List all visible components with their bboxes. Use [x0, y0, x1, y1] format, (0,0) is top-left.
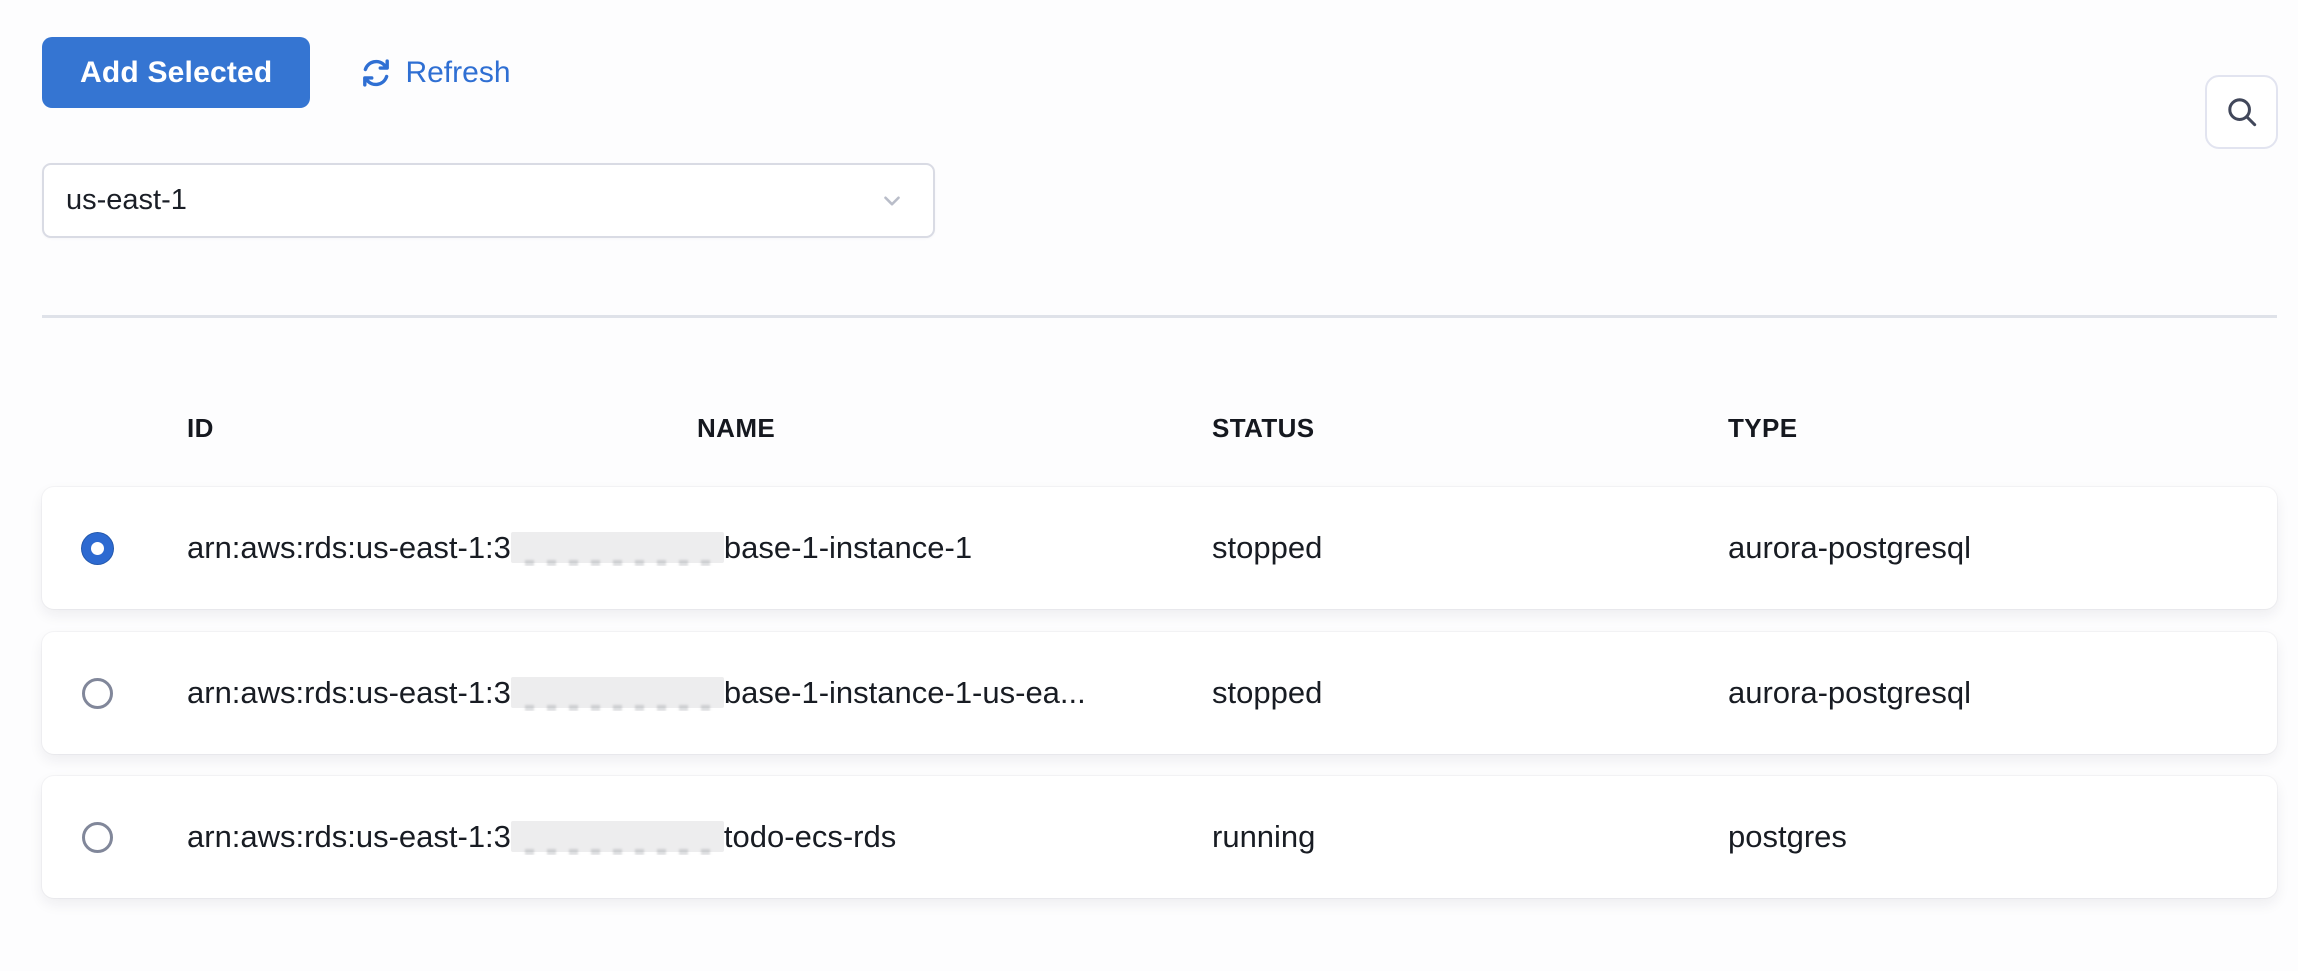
- id-suffix: todo-ecs-rds: [723, 819, 897, 854]
- redacted-id-mask: [510, 677, 724, 708]
- refresh-label: Refresh: [405, 55, 511, 89]
- cell-status: running: [1212, 819, 1316, 854]
- refresh-icon: [359, 56, 393, 90]
- radio-cell: [42, 821, 187, 853]
- table-header: ID NAME STATUS TYPE: [42, 412, 2277, 444]
- rds-instance-picker-panel: Add Selected Refresh us-east-1: [0, 37, 2298, 971]
- cell-id: arn:aws:rds:us-east-1:3 todo-ecs-rds: [187, 819, 1212, 855]
- id-prefix: arn:aws:rds:us-east-1:3: [187, 819, 511, 854]
- table-row[interactable]: arn:aws:rds:us-east-1:3 base-1-instance-1…: [42, 487, 2277, 609]
- cell-id: arn:aws:rds:us-east-1:3 base-1-instance-1: [187, 530, 1212, 566]
- radio-button[interactable]: [82, 532, 113, 564]
- toolbar: Add Selected Refresh: [42, 37, 2298, 108]
- search-icon: [2223, 93, 2261, 131]
- radio-cell: [42, 532, 187, 564]
- id-suffix: base-1-instance-1: [723, 530, 973, 565]
- column-header-id: ID: [187, 412, 214, 443]
- radio-button[interactable]: [82, 821, 113, 853]
- divider: [42, 315, 2277, 318]
- cell-id: arn:aws:rds:us-east-1:3 base-1-instance-1…: [187, 675, 1212, 711]
- radio-button[interactable]: [82, 677, 113, 709]
- column-header-status: STATUS: [1212, 412, 1315, 443]
- add-selected-button[interactable]: Add Selected: [42, 37, 311, 108]
- region-select[interactable]: us-east-1: [42, 163, 935, 238]
- region-select-value: us-east-1: [66, 184, 187, 216]
- redacted-id-mask: [510, 821, 724, 852]
- chevron-down-icon: [879, 188, 905, 214]
- redacted-id-mask: [510, 532, 724, 563]
- cell-status: stopped: [1212, 530, 1323, 565]
- radio-cell: [42, 677, 187, 709]
- cell-type: postgres: [1728, 819, 1847, 854]
- id-prefix: arn:aws:rds:us-east-1:3: [187, 530, 511, 565]
- table-row[interactable]: arn:aws:rds:us-east-1:3 base-1-instance-1…: [42, 632, 2277, 754]
- cell-type: aurora-postgresql: [1728, 675, 1971, 710]
- cell-type: aurora-postgresql: [1728, 530, 1971, 565]
- cell-status: stopped: [1212, 675, 1323, 710]
- id-suffix: base-1-instance-1-us-ea...: [723, 675, 1086, 710]
- search-button[interactable]: [2205, 75, 2278, 149]
- table-row[interactable]: arn:aws:rds:us-east-1:3 todo-ecs-rds runn…: [42, 776, 2277, 898]
- column-header-name: NAME: [697, 412, 776, 443]
- id-prefix: arn:aws:rds:us-east-1:3: [187, 675, 511, 710]
- column-header-type: TYPE: [1728, 412, 1798, 443]
- refresh-button[interactable]: Refresh: [359, 55, 511, 90]
